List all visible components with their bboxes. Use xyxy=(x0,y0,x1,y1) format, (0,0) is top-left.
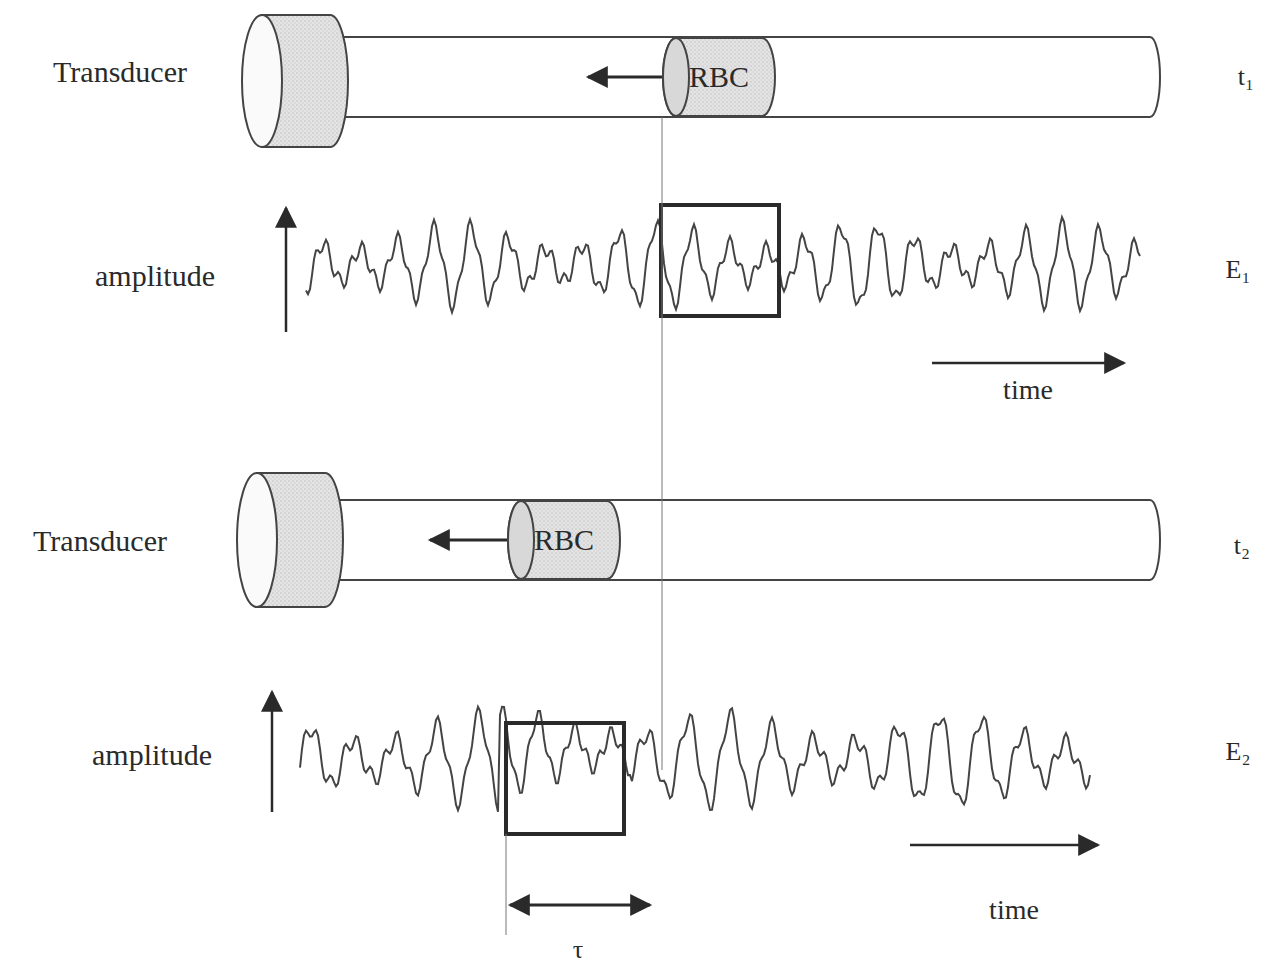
time-label: t₂ xyxy=(1234,533,1250,559)
cell-body xyxy=(508,501,620,579)
flow-arrow xyxy=(430,539,507,542)
correlation-window xyxy=(506,723,624,834)
amplitude-axis xyxy=(271,692,274,812)
echo-signal xyxy=(300,707,1090,812)
reference-line xyxy=(506,834,507,935)
vessel-tube xyxy=(335,500,1160,580)
time-label: t₁ xyxy=(1238,64,1254,90)
correlation-window xyxy=(661,205,779,316)
transducer-face xyxy=(237,473,277,607)
red-blood-cell: RBC xyxy=(662,37,776,117)
flow-arrow xyxy=(588,76,662,79)
time-shift-arrow xyxy=(510,904,650,907)
vessel-tube xyxy=(340,37,1160,117)
cell-label: RBC xyxy=(534,525,594,555)
amplitude-axis xyxy=(285,208,288,332)
echo-signal xyxy=(306,217,1140,312)
red-blood-cell: RBC xyxy=(507,500,621,580)
reference-line xyxy=(662,117,663,770)
axis-label: time xyxy=(989,896,1039,924)
time-shift-label: τ xyxy=(573,937,583,963)
signal-label: E₁ xyxy=(1226,257,1251,283)
axis-label: time xyxy=(1003,376,1053,404)
signal-label: E₂ xyxy=(1226,739,1251,765)
cell-face xyxy=(508,501,534,579)
cell-body xyxy=(663,38,775,116)
time-axis xyxy=(910,844,1098,847)
axis-label: amplitude xyxy=(92,740,212,770)
device-label: Transducer xyxy=(33,526,167,556)
device-label: Transducer xyxy=(53,57,187,87)
transducer-face xyxy=(242,15,282,147)
time-axis xyxy=(932,362,1124,365)
axis-label: amplitude xyxy=(95,261,215,291)
cell-label: RBC xyxy=(689,62,749,92)
cell-face xyxy=(663,38,689,116)
